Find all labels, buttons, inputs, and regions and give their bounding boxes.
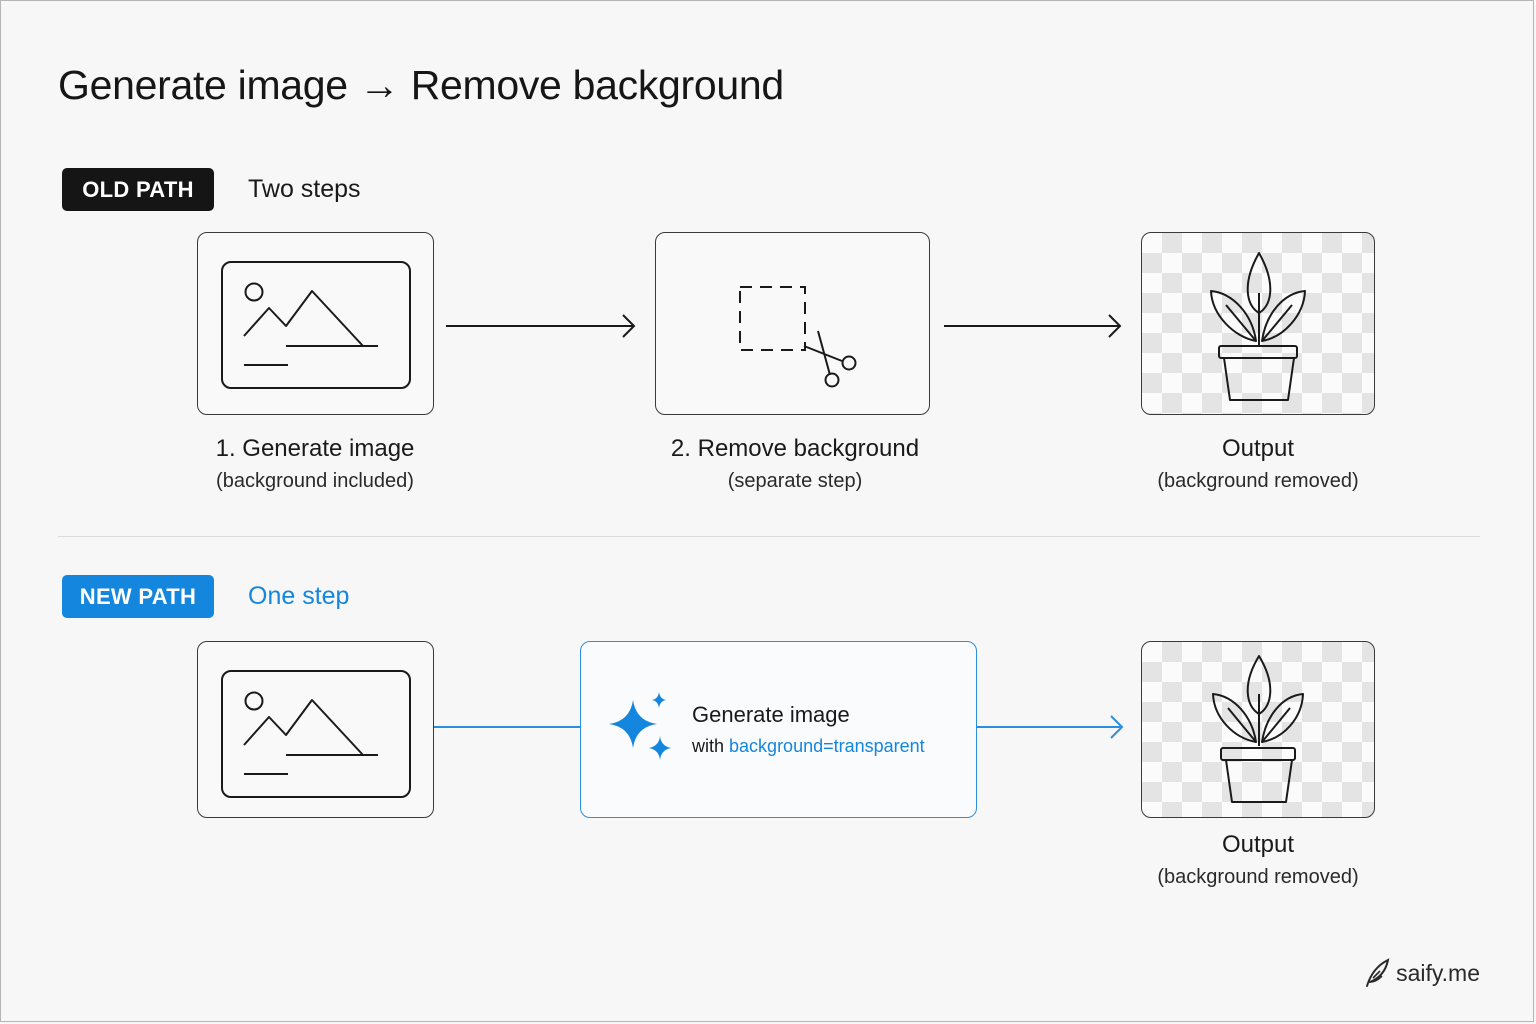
- output-subtitle-new: (background removed): [1157, 866, 1359, 888]
- old-path-subtitle: Two steps: [248, 175, 361, 203]
- step1-subtitle: (background included): [216, 470, 414, 492]
- generate-transparent-card: [580, 641, 977, 818]
- step1-title: 1. Generate image: [215, 435, 415, 462]
- remove-background-card: [655, 232, 930, 415]
- arrow-new-2: [977, 715, 1124, 739]
- step1-caption: 1. Generate image (background included): [216, 434, 415, 496]
- page-title: Generate image → Remove background: [58, 62, 784, 108]
- step2-title: 2. Remove background: [670, 435, 920, 462]
- generate-transparent-text: Generate image with background=transpare…: [692, 702, 925, 757]
- brand: saify.me: [1364, 958, 1480, 988]
- output-caption-new: Output (background removed): [1157, 830, 1358, 892]
- step2-subtitle: (separate step): [727, 470, 863, 492]
- output-card-new: [1141, 641, 1375, 818]
- brand-name: saify.me: [1396, 959, 1480, 986]
- feather-icon: [1366, 958, 1390, 987]
- new-path-badge: NEW PATH: [62, 575, 214, 618]
- output-card-old: [1141, 232, 1375, 415]
- plant-pot-icon: [1212, 655, 1304, 803]
- arrow-old-2: [944, 314, 1122, 338]
- generate-param-line: with background=transparent: [692, 736, 925, 757]
- output-title-old: Output: [1221, 435, 1295, 462]
- generate-param: background=transparent: [729, 736, 925, 756]
- generate-title: Generate image: [692, 702, 850, 727]
- output-caption-old: Output (background removed): [1157, 434, 1358, 496]
- image-icon: [221, 261, 411, 389]
- old-path-badge: OLD PATH: [62, 168, 214, 211]
- output-title-new: Output: [1221, 831, 1295, 858]
- plant-pot-icon: [1210, 252, 1306, 401]
- image-icon: [221, 670, 411, 798]
- step2-caption: 2. Remove background (separate step): [671, 434, 919, 496]
- section-divider: [58, 536, 1480, 537]
- sparkle-icon: [609, 692, 671, 760]
- generate-prefix: with: [692, 736, 725, 756]
- crop-scissors-icon: [739, 286, 857, 388]
- generate-image-card: [197, 232, 434, 415]
- new-path-subtitle: One step: [248, 582, 350, 610]
- arrow-old-1: [446, 314, 636, 338]
- output-subtitle-old: (background removed): [1157, 470, 1359, 492]
- new-image-card: [197, 641, 434, 818]
